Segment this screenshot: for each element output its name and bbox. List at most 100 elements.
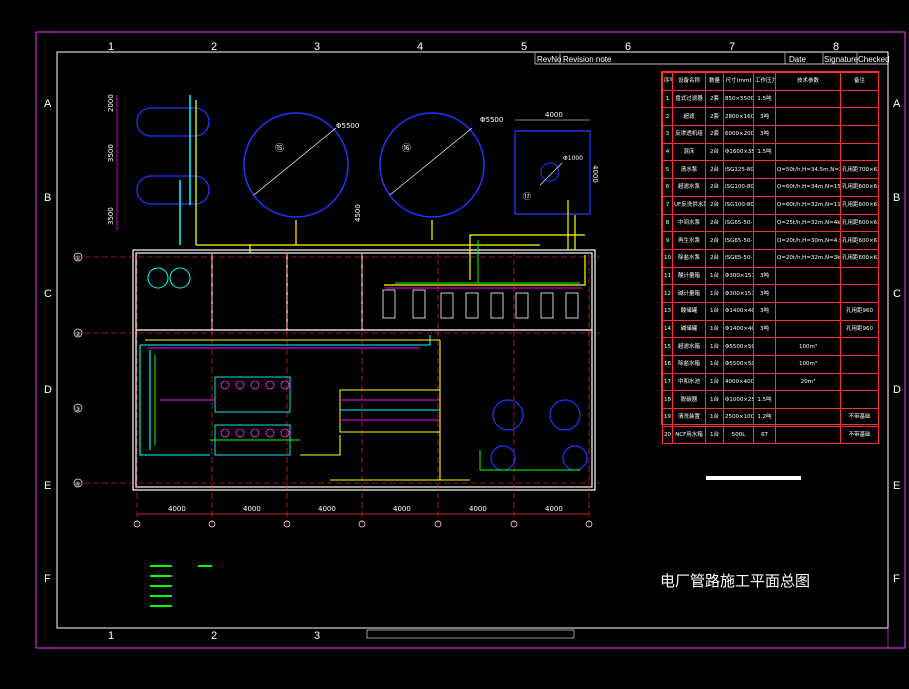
table-cell: 孔用距700×630	[840, 160, 879, 180]
horizontal-vessels	[136, 107, 210, 205]
pump-row	[382, 289, 579, 319]
table-cell: Φ1400×4000	[723, 301, 754, 321]
tank-16	[379, 112, 485, 218]
table-cell: 14	[662, 319, 673, 339]
table-cell: 2套	[705, 107, 724, 127]
column-label-top: 2	[211, 41, 217, 53]
table-cell: 11	[662, 266, 673, 286]
table-cell: UF反洗供水泵	[672, 195, 706, 215]
table-cell: 6T	[753, 425, 776, 445]
table-cell: 2台	[705, 248, 724, 268]
axis-mark: ③	[75, 406, 80, 413]
bay-dimension: 4000	[318, 505, 336, 513]
mixed-bed-units	[490, 399, 588, 471]
table-cell: 不带基础	[840, 425, 879, 445]
table-cell: 孔用距960	[840, 301, 879, 321]
table-cell	[840, 266, 879, 286]
table-cell: Φ1600×3500	[723, 142, 754, 162]
box-opening-dim: Φ1000	[563, 155, 583, 162]
bay-dimension: 4000	[545, 505, 563, 513]
column-label-bottom: 2	[211, 630, 217, 642]
table-cell: 孔用距600×630	[840, 248, 879, 268]
membrane-tubes	[220, 380, 290, 438]
legend	[150, 565, 212, 607]
table-cell	[753, 372, 776, 392]
table-cell: 6	[662, 178, 673, 197]
axis-mark: ①	[75, 255, 80, 262]
table-cell	[840, 125, 879, 144]
row-label-right: D	[893, 384, 901, 396]
row-label-right: F	[893, 573, 900, 585]
table-cell	[775, 107, 841, 127]
table-cell: 清水泵	[672, 160, 706, 180]
table-cell: 4000×4000	[723, 372, 754, 392]
column-label-top: 1	[108, 41, 114, 53]
table-cell: Φ5500×5000	[723, 355, 754, 374]
table-header-cell: 技术参数	[775, 72, 841, 91]
column-label-bottom: 1	[108, 630, 114, 642]
table-cell: 13	[662, 301, 673, 321]
vertical-dimension: 3500	[107, 207, 115, 225]
building-outline	[132, 249, 596, 491]
table-row: 10除盐水泵2台ISG65-50-160Q=20t/h,H=32m,N=3kW孔…	[662, 248, 879, 268]
table-cell: 1台	[705, 301, 724, 321]
column-label-top: 6	[625, 41, 631, 53]
drawing-title: 电厂管路施工平面总图	[660, 572, 811, 590]
table-cell: 3	[662, 125, 673, 144]
table-cell: 2套	[705, 125, 724, 144]
row-label-left: D	[44, 384, 52, 396]
table-cell: 孔用距960	[840, 319, 879, 339]
table-cell: 10	[662, 248, 673, 268]
table-cell: 1台	[705, 266, 724, 286]
column-label-top: 7	[729, 41, 735, 53]
table-cell: Φ300×1573	[723, 284, 754, 303]
row-label-right: C	[893, 288, 901, 300]
table-cell: 清洗装置	[672, 408, 706, 427]
table-cell	[775, 301, 841, 321]
vertical-dimension: 2000	[107, 94, 115, 112]
table-cell: 盘式过滤器	[672, 89, 706, 109]
date-label: Date	[789, 55, 806, 64]
table-cell	[753, 160, 776, 180]
table-row: 6超滤水泵2台ISG100-80-160Q=60t/h,H=34m,N=15kW…	[662, 178, 879, 197]
box-height-dim: 4000	[591, 165, 599, 183]
table-cell	[753, 213, 776, 233]
column-label-top: 4	[417, 41, 423, 53]
column-label-top: 5	[521, 41, 527, 53]
table-header-cell: 设备名称	[672, 72, 706, 91]
table-cell: 7	[662, 195, 673, 215]
table-cell: 孔用距600×630	[840, 195, 879, 215]
column-label-top: 3	[314, 41, 320, 53]
table-cell: 2台	[705, 231, 724, 250]
axis-mark: ②	[75, 331, 81, 338]
table-cell: 9	[662, 231, 673, 250]
table-cell: 20m³	[775, 372, 841, 392]
bay-dimension: 4000	[469, 505, 487, 513]
table-cell	[753, 337, 776, 356]
table-cell: 16	[662, 355, 673, 374]
row-label-left: C	[44, 288, 52, 300]
table-cell: NCF用水箱	[672, 425, 706, 445]
tank-15-diameter: Φ5500	[336, 122, 359, 130]
table-cell: 酸储罐	[672, 301, 706, 321]
table-cell: 孔用距600×630	[840, 178, 879, 197]
table-cell: 碱储罐	[672, 319, 706, 339]
table-cell	[753, 248, 776, 268]
table-cell	[753, 355, 776, 374]
tank-height-dim: 4500	[354, 204, 362, 222]
table-cell: 1.5吨	[753, 89, 776, 109]
checked-label: Checked	[858, 55, 890, 64]
table-cell: 2500×1000	[723, 408, 754, 427]
table-cell	[775, 408, 841, 427]
table-header-cell: 备注	[840, 72, 879, 91]
outer-frame	[35, 31, 906, 649]
table-cell: Q=60t/h,H=32m,N=11kW	[775, 195, 841, 215]
table-cell: Q=20t/h,H=30m,N=4.5kW	[775, 231, 841, 250]
table-cell: 中间水泵	[672, 213, 706, 233]
table-cell: 混床	[672, 142, 706, 162]
